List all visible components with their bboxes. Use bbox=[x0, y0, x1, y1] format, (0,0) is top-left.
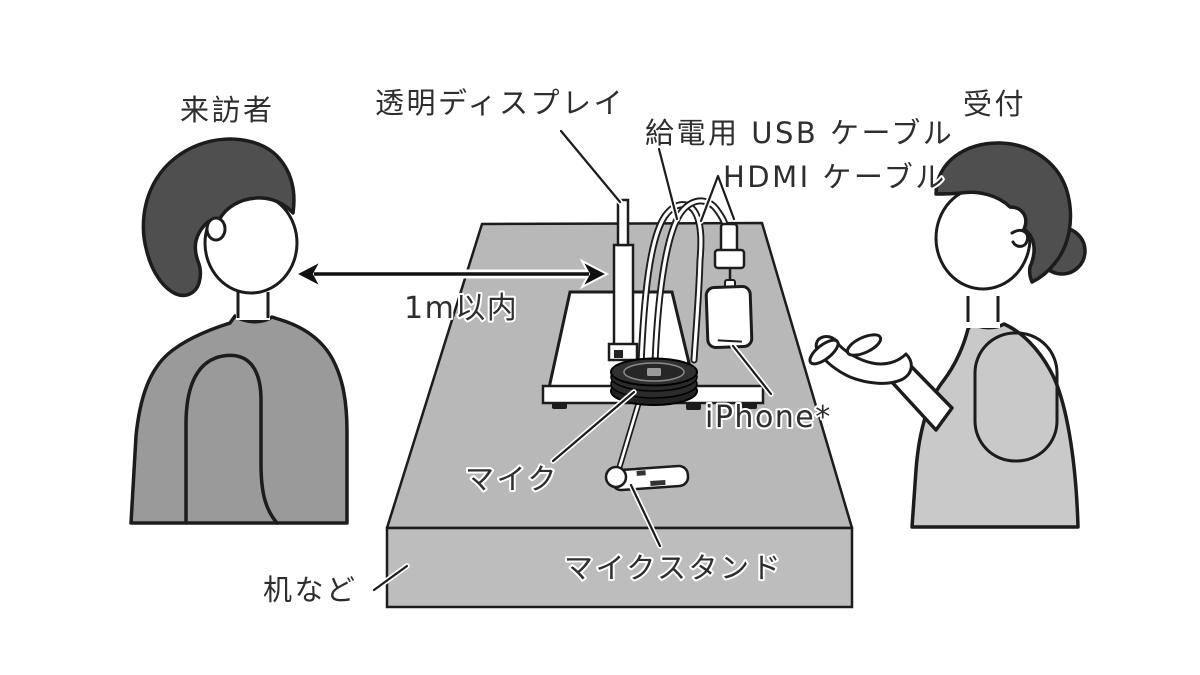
visitor-arm-line bbox=[184, 353, 279, 525]
desk-front-face bbox=[385, 526, 854, 609]
label-usb-cable: 給電用 USB ケーブル bbox=[645, 116, 954, 150]
receptionist-figure bbox=[808, 141, 1087, 529]
distance-arrow bbox=[293, 258, 610, 290]
desk-leader-line bbox=[372, 564, 409, 592]
base-foot-left bbox=[552, 402, 567, 409]
visitor-body bbox=[129, 314, 349, 525]
mic-stand-slot-2 bbox=[650, 479, 666, 486]
label-mic-stand: マイクスタンド bbox=[564, 551, 783, 585]
mic-stand-slot-1 bbox=[636, 470, 646, 476]
receptionist-finger-2 bbox=[845, 333, 883, 357]
usb-cable bbox=[639, 203, 703, 367]
display-leader-line bbox=[559, 129, 622, 204]
visitor-ear bbox=[205, 216, 227, 242]
iphone-bottom-detail bbox=[717, 339, 742, 343]
hdmi-pointer-line bbox=[699, 174, 736, 223]
base-foot-right bbox=[742, 402, 757, 409]
label-mic: マイク bbox=[465, 462, 559, 496]
cables bbox=[637, 197, 731, 369]
labels: 来訪者 透明ディスプレイ 給電用 USB ケーブル HDMI ケーブル 受付 1… bbox=[178, 84, 1026, 609]
iphone-assembly bbox=[704, 222, 754, 349]
receptionist-hair bbox=[934, 141, 1073, 284]
transparent-display-pole-tip bbox=[616, 198, 630, 247]
iphone-adapter bbox=[713, 248, 746, 270]
receptionist-finger-1 bbox=[808, 338, 840, 366]
label-distance: 1m以内 bbox=[404, 291, 518, 326]
usb-leader-line bbox=[657, 147, 679, 221]
pole-bracket-clip bbox=[614, 350, 623, 358]
hdmi-plug bbox=[719, 222, 739, 254]
mic-stand-leader-line bbox=[629, 483, 662, 548]
hdmi-cable bbox=[653, 199, 729, 365]
iphone-body bbox=[704, 285, 754, 349]
label-visitor: 来訪者 bbox=[180, 93, 275, 127]
label-iphone: iPhone* bbox=[705, 400, 832, 435]
iphone-leader-line bbox=[731, 344, 773, 396]
label-hdmi-cable: HDMI ケーブル bbox=[723, 160, 947, 194]
mic-rod bbox=[616, 400, 641, 474]
visitor-figure bbox=[129, 137, 349, 525]
mic-stand-hinge bbox=[604, 465, 628, 489]
mic-logo-chip bbox=[647, 368, 661, 376]
label-reception: 受付 bbox=[963, 87, 1026, 121]
receptionist-palm bbox=[814, 335, 913, 385]
mic-leader-line bbox=[551, 390, 636, 463]
transparent-display-pole bbox=[612, 243, 635, 351]
receptionist-hair-swirl bbox=[1010, 228, 1030, 248]
receptionist-arm-line bbox=[973, 331, 1059, 463]
receptionist-neck bbox=[966, 288, 1000, 328]
label-transparent-display: 透明ディスプレイ bbox=[375, 86, 625, 120]
base-foot-mid bbox=[686, 403, 701, 410]
leader-lines bbox=[371, 128, 774, 593]
label-desk: 机など bbox=[263, 573, 358, 607]
